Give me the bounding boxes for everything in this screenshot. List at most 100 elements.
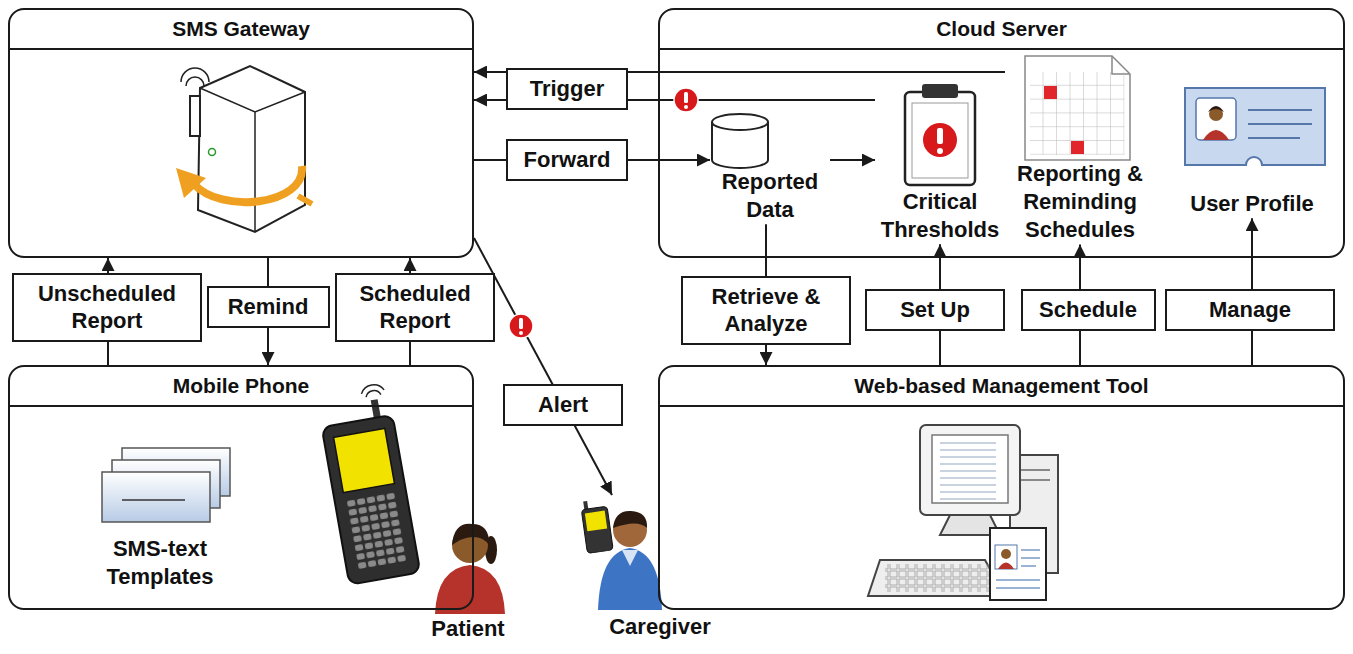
profile-card: User Profile bbox=[1172, 85, 1332, 218]
calendar-icon-part bbox=[1112, 56, 1130, 74]
gateway-device-part bbox=[209, 149, 216, 156]
mobile-phone-part bbox=[360, 383, 385, 398]
computer-icon-part bbox=[990, 528, 1046, 600]
template-stack: SMS-text Templates bbox=[80, 440, 240, 591]
computer-icon-part bbox=[920, 425, 1020, 515]
profile-card-icon-part bbox=[1196, 98, 1236, 140]
clipboard-icon-part bbox=[937, 128, 943, 144]
computer-icon-part bbox=[932, 435, 1008, 503]
flow-label: Alert bbox=[503, 384, 623, 426]
patient-figure-part bbox=[452, 524, 489, 545]
profile-card-icon-part bbox=[1203, 130, 1229, 140]
computer-icon-part bbox=[996, 550, 1040, 588]
flow-label: Set Up bbox=[865, 289, 1005, 331]
data-store: Reported Data bbox=[710, 112, 830, 224]
computer-icon-part bbox=[995, 545, 1017, 569]
panel-title: Web-based Management Tool bbox=[660, 367, 1343, 407]
phone-panel: Mobile PhoneSMS-text Templates bbox=[8, 365, 474, 610]
calendar-icon-part bbox=[1071, 141, 1084, 154]
panel-title: SMS Gateway bbox=[10, 10, 472, 50]
caregiver-figure-part-part bbox=[585, 511, 607, 532]
gateway-device-part bbox=[200, 88, 305, 232]
alert-icon-part bbox=[519, 318, 523, 329]
flow-label: Scheduled Report bbox=[335, 273, 495, 342]
tool-panel: Web-based Management Tool bbox=[658, 365, 1345, 610]
mobile-phone-part bbox=[346, 492, 408, 572]
clipboard-icon-part bbox=[923, 123, 957, 157]
mobile-phone-part bbox=[322, 415, 421, 585]
computer-icon-part bbox=[1001, 549, 1011, 559]
computer-icon-part bbox=[1018, 470, 1050, 480]
flow-label: Retrieve & Analyze bbox=[681, 276, 851, 345]
alert-icon-part bbox=[509, 314, 533, 338]
clipboard-icon-part bbox=[912, 103, 968, 178]
gateway-device-part bbox=[198, 66, 305, 232]
alert-icon-part bbox=[684, 92, 688, 103]
profile-card-icon-part bbox=[1208, 106, 1224, 112]
template-stack-part bbox=[122, 499, 185, 501]
caregiver-figure-part-part bbox=[581, 506, 613, 553]
node-label: Reported Data bbox=[710, 168, 830, 224]
node-label: Caregiver bbox=[595, 613, 725, 641]
node-label: SMS-text Templates bbox=[80, 535, 240, 591]
clipboard-icon bbox=[905, 84, 975, 185]
gateway-panel: SMS Gateway bbox=[8, 8, 474, 258]
profile-card-icon-part bbox=[1248, 110, 1312, 138]
clipboard-icon-part bbox=[922, 84, 958, 98]
template-stack-part bbox=[102, 472, 210, 522]
gateway-device-part bbox=[176, 168, 206, 198]
alert-icon-part bbox=[684, 105, 688, 109]
profile-card-icon-part bbox=[1209, 107, 1223, 121]
node-label: Reporting & Reminding Schedules bbox=[1005, 160, 1155, 244]
caregiver-figure bbox=[580, 498, 662, 610]
gateway-device-part bbox=[190, 96, 200, 136]
node-label: Critical Thresholds bbox=[875, 188, 1005, 244]
caregiver-figure-part bbox=[580, 498, 613, 553]
gateway-device-part bbox=[194, 166, 302, 202]
node-label: Patient bbox=[418, 615, 518, 643]
calendar-icon-part bbox=[1030, 72, 1125, 155]
caregiver-figure: Caregiver bbox=[595, 495, 725, 641]
gateway-device bbox=[176, 66, 312, 232]
mobile-phone bbox=[316, 382, 420, 585]
clipboard-icon-part bbox=[937, 148, 943, 154]
alert-icon bbox=[674, 88, 698, 112]
caregiver-figure-part bbox=[598, 548, 662, 610]
server-panel: Cloud ServerReported Data Critical Thresh… bbox=[658, 8, 1345, 258]
patient-figure bbox=[435, 524, 505, 614]
profile-card-icon-part bbox=[1185, 88, 1325, 165]
flow-label: Manage bbox=[1165, 289, 1335, 331]
computer-icon-part bbox=[868, 560, 1005, 596]
gateway-device-part bbox=[298, 196, 312, 204]
schedule-calendar: Reporting & Reminding Schedules bbox=[1005, 54, 1155, 244]
flow-label: Trigger bbox=[506, 68, 628, 110]
calendar-icon-part bbox=[1025, 56, 1130, 160]
alert-icon-part bbox=[519, 331, 523, 335]
caregiver-figure-part bbox=[613, 511, 647, 528]
node-label: User Profile bbox=[1172, 190, 1332, 218]
template-stack bbox=[102, 448, 230, 522]
flow-label: Schedule bbox=[1021, 289, 1156, 331]
caregiver-figure-part bbox=[622, 550, 638, 566]
panel-title: Cloud Server bbox=[660, 10, 1343, 50]
calendar-icon-part bbox=[1044, 86, 1057, 99]
calendar-icon bbox=[1025, 56, 1130, 160]
database-cylinder-part bbox=[712, 114, 768, 130]
panel-title: Mobile Phone bbox=[10, 367, 472, 407]
flow-label: Unscheduled Report bbox=[12, 273, 202, 342]
profile-card-icon bbox=[1185, 88, 1325, 165]
computer-icon-part bbox=[936, 440, 1004, 500]
alert-icon-part bbox=[674, 88, 698, 112]
mobile-phone-part bbox=[334, 428, 395, 492]
patient-figure: Patient bbox=[418, 515, 518, 643]
gateway-device-part bbox=[181, 68, 209, 86]
flow-arrow bbox=[830, 159, 875, 161]
patient-figure-part bbox=[435, 565, 505, 614]
database-cylinder bbox=[712, 114, 768, 168]
flow-label: Remind bbox=[207, 286, 330, 328]
computer-icon bbox=[868, 425, 1058, 600]
flow-label: Forward bbox=[506, 139, 628, 181]
alert-icon bbox=[509, 314, 533, 338]
threshold-clipboard: Critical Thresholds bbox=[875, 82, 1005, 244]
